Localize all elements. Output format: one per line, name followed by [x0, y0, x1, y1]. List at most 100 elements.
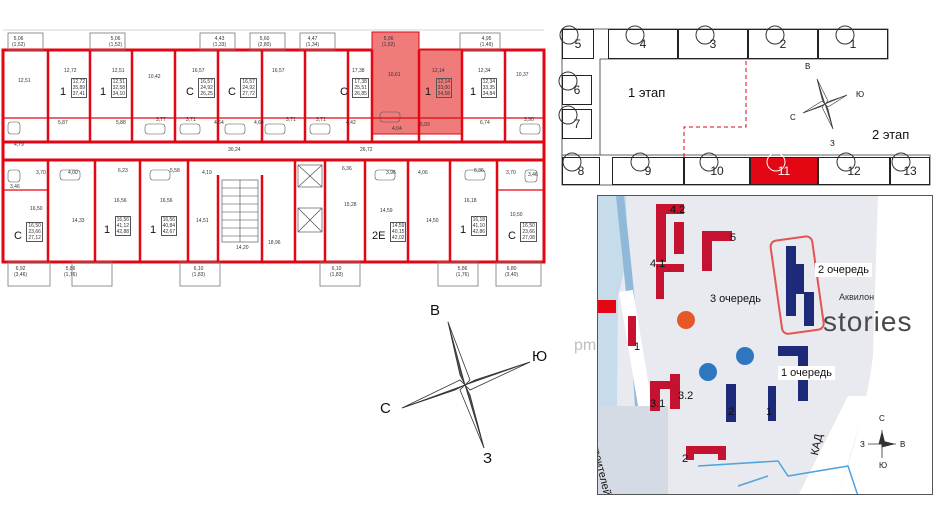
room-area: 6,36 — [474, 168, 484, 174]
room-area: 4,42 — [346, 120, 356, 126]
room-area: 5,87 — [58, 120, 68, 126]
room-area: 12,51 — [18, 78, 31, 84]
compass-north: В — [430, 302, 441, 319]
room-area: 14,59 — [380, 208, 393, 214]
site-compass-west: З — [860, 440, 865, 449]
room-area: 4,19 — [202, 170, 212, 176]
compass-star-icon — [401, 321, 531, 449]
room-area: 3,70 — [36, 170, 46, 176]
compass-small-west: С — [790, 113, 796, 122]
compass-west: С — [380, 400, 391, 417]
room-area: 4,79 — [14, 142, 24, 148]
queue-2-label[interactable]: 2 очередь — [815, 263, 873, 277]
queue-3-label[interactable]: 3 очередь — [710, 293, 762, 305]
room-area: 14,50 — [426, 218, 439, 224]
site-map: 4.2 5 4.1 3.1 3.2 2 1 2 1 2 очередь 3 оч… — [597, 195, 933, 495]
floor-plan: 5,06(1,52) 5,06(1,52) 4,43(1,33) 5,60(2,… — [0, 0, 556, 292]
balcony-label: 6,80(3,40) — [505, 266, 519, 278]
section-6[interactable]: 6 — [558, 71, 592, 105]
room-area: 3,96 — [386, 170, 396, 176]
balcony-label: 4,95(1,49) — [480, 36, 494, 48]
unit-tag[interactable]: 1 16,56 41,12 42,88 — [104, 216, 132, 236]
room-area: 3,71 — [316, 117, 326, 123]
section-4[interactable]: 4 — [608, 25, 678, 59]
balcony-label: 5,86(1,76) — [456, 266, 470, 278]
section-13[interactable]: 13 — [890, 152, 930, 185]
room-area: 16,56 — [114, 198, 127, 204]
room-area: 14,51 — [196, 218, 209, 224]
balcony-label: 4,47(1,34) — [306, 36, 320, 48]
section-9[interactable]: 9 — [612, 152, 684, 185]
room-area: 3,90 — [524, 117, 534, 123]
compass-small-north: В — [805, 62, 811, 71]
unit-tag[interactable]: 1 12,51 32,58 34,10 — [100, 78, 128, 98]
room-area: 16,50 — [30, 206, 43, 212]
unit-tag[interactable]: 1 12,72 35,89 37,41 — [60, 78, 88, 98]
building-label: 5 — [730, 232, 737, 244]
room-area: 6,23 — [118, 168, 128, 174]
unit-tag[interactable]: С 16,50 23,66 27,08 — [508, 222, 537, 242]
balcony-label: 5,86(1,76) — [64, 266, 78, 278]
stage-2-label: 2 этап — [872, 127, 910, 142]
building-label: 4.1 — [650, 258, 666, 270]
unit-tag[interactable]: 1 16,56 40,84 42,67 — [150, 216, 178, 236]
compass-south: З — [483, 450, 493, 467]
room-area: 3,46 — [528, 172, 538, 178]
unit-tag[interactable]: С 16,57 24,92 26,25 — [186, 78, 215, 98]
room-area: 30,24 — [228, 147, 241, 153]
room-area: 6,36 — [342, 166, 352, 172]
room-area: 5,88 — [116, 120, 126, 126]
balcony-label: 6,10(1,83) — [192, 266, 206, 278]
section-12[interactable]: 12 — [818, 152, 890, 185]
balcony-label: 4,43(1,33) — [213, 36, 227, 48]
compass-small-south: З — [830, 139, 835, 148]
room-area: 16,57 — [272, 68, 285, 74]
unit-tag[interactable]: 2Е 14,59 40,15 42,02 — [372, 222, 407, 242]
room-area: 10,61 — [388, 72, 401, 78]
section-5[interactable]: 5 — [559, 25, 594, 59]
section-11-selected[interactable]: 11 — [750, 152, 818, 185]
balcony-label: 5,06(1,52) — [382, 36, 396, 48]
building-label: 3.1 — [650, 398, 666, 410]
room-area: 16,56 — [160, 198, 173, 204]
room-area: 16,18 — [464, 198, 477, 204]
room-area: 12,34 — [478, 68, 491, 74]
building-label: 3.2 — [678, 390, 694, 402]
balcony-label: 6,10(1,83) — [330, 266, 344, 278]
unit-tag[interactable]: С 16,57 24,92 27,72 — [228, 78, 257, 98]
compass-small-icon — [802, 78, 848, 130]
unit-tag[interactable]: 1 12,34 33,35 34,84 — [470, 78, 498, 98]
unit-tag[interactable]: С 17,38 25,51 26,85 — [340, 78, 369, 98]
section-3[interactable]: 3 — [678, 25, 748, 59]
building-label: 2 — [682, 453, 689, 465]
room-area: 14,33 — [72, 218, 85, 224]
room-area: 4,64 — [214, 120, 224, 126]
unit-tag[interactable]: 1 16,18 41,10 42,86 — [460, 216, 488, 236]
section-10[interactable]: 10 — [684, 152, 750, 185]
room-area: 12,72 — [64, 68, 77, 74]
room-area: 6,74 — [480, 120, 490, 126]
unit-tag-selected[interactable]: 1 12,14 33,00 34,58 — [425, 78, 453, 98]
queue-1-label[interactable]: 1 очередь — [778, 366, 836, 380]
unit-tag[interactable]: С 16,50 23,66 27,12 — [14, 222, 43, 242]
site-map-drawing — [598, 196, 932, 494]
compass-small-east: Ю — [856, 90, 865, 99]
room-area: 3,46 — [10, 184, 20, 190]
section-2[interactable]: 2 — [748, 25, 818, 59]
room-area: 18,96 — [268, 240, 281, 246]
brand-logo: stories — [823, 306, 913, 337]
compass-east: Ю — [532, 348, 548, 365]
site-compass-north: С — [879, 414, 885, 423]
building-label: 1 — [634, 341, 641, 353]
site-compass-east: В — [900, 440, 906, 449]
room-area: 12,51 — [112, 68, 125, 74]
section-map: 5 4 3 2 1 6 7 8 9 10 11 12 13 1 этап 2 э… — [558, 25, 932, 189]
room-area: 4,06 — [418, 170, 428, 176]
room-area: 5,93 — [420, 122, 430, 128]
room-area: 15,28 — [344, 202, 357, 208]
room-area: 12,14 — [432, 68, 445, 74]
section-7[interactable]: 7 — [558, 105, 592, 139]
section-1[interactable]: 1 — [818, 25, 888, 59]
section-8[interactable]: 8 — [562, 152, 600, 185]
room-area: 3,71 — [186, 117, 196, 123]
